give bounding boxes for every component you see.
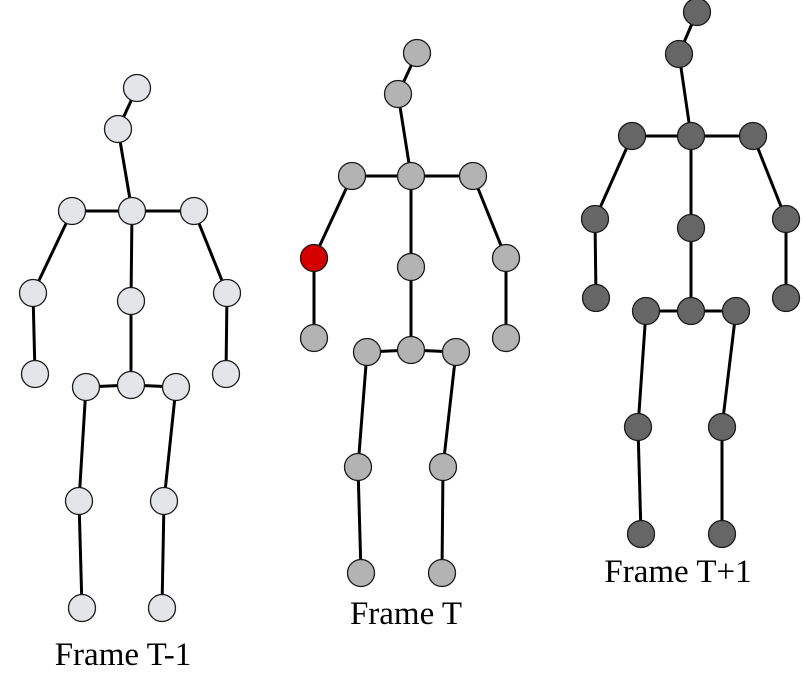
skeleton-frame-t-minus-1 [18,73,242,623]
joint-pelvis [396,335,426,365]
bone-l-hip-l-knee [636,309,648,429]
joint-r-elbow [771,204,801,234]
bone-r-shoulder-r-elbow [192,209,229,295]
bone-r-shoulder-r-elbow [751,134,788,221]
joint-r-knee [707,412,737,442]
bone-l-shoulder-l-elbow [312,174,354,260]
joint-r-shoulder [458,161,488,191]
joint-head [664,39,694,69]
joint-l-foot [346,558,376,588]
joint-r-hip [161,372,191,402]
joint-neck [676,121,706,151]
joint-r-foot [147,593,177,623]
frame-t-label: Frame T [350,596,462,632]
frame-t-minus-1-label: Frame T-1 [55,637,192,673]
joint-head [383,79,413,109]
bone-l-shoulder-l-elbow [31,209,74,295]
bone-l-knee-l-foot [356,465,363,575]
bone-r-shoulder-r-elbow [471,174,508,260]
bone-r-hip-r-knee [720,309,738,429]
skeleton-frame-t-plus-1 [580,0,801,549]
frame-t-plus-1-label: Frame T+1 [604,554,751,590]
bone-l-hip-l-knee [356,350,369,469]
joint-r-knee [149,486,179,516]
joint-r-hand [771,283,801,313]
bone-r-hip-r-knee [162,385,178,503]
skeleton-frame-t [299,38,521,588]
bone-l-knee-l-foot [77,499,84,610]
joint-neck [117,196,147,226]
joint-r-hip [721,296,751,326]
joint-l-knee [64,486,94,516]
joint-l-foot [626,519,656,549]
joint-l-knee [623,412,653,442]
bone-neck-spine [129,209,134,303]
bone-r-hip-r-knee [441,350,458,469]
joint-pelvis [116,370,146,400]
joint-l-hand [20,359,50,389]
joint-l-shoulder [337,161,367,191]
joint-spine [396,252,426,282]
joint-head-top [682,0,712,27]
joint-r-foot [707,519,737,549]
highlighted-joint-l-elbow [299,243,329,273]
joint-l-elbow [18,278,48,308]
joint-l-elbow [580,204,610,234]
joint-l-hand [581,283,611,313]
joint-l-knee [343,452,373,482]
joint-l-shoulder [617,121,647,151]
bone-l-hip-l-knee [77,385,88,503]
joint-r-hand [491,323,521,353]
joint-head [103,114,133,144]
joint-head-top [402,38,432,68]
joint-r-knee [428,452,458,482]
joint-r-shoulder [738,121,768,151]
joint-l-foot [67,593,97,623]
joint-r-hip [441,337,471,367]
bone-r-knee-r-foot [160,499,166,610]
joint-r-shoulder [179,196,209,226]
joint-spine [676,213,706,243]
bone-r-knee-r-foot [440,465,445,575]
joint-l-hand [299,323,329,353]
joint-r-foot [427,558,457,588]
joint-pelvis [676,296,706,326]
bone-l-shoulder-l-elbow [593,134,634,221]
joint-r-elbow [491,243,521,273]
bone-l-knee-l-foot [636,425,643,536]
joint-r-hand [211,359,241,389]
joint-head-top [122,73,152,103]
joint-r-elbow [212,278,242,308]
joint-spine [116,286,146,316]
joint-l-shoulder [57,196,87,226]
joint-l-hip [71,372,101,402]
joint-neck [396,161,426,191]
joint-l-hip [352,337,382,367]
joint-l-hip [631,296,661,326]
